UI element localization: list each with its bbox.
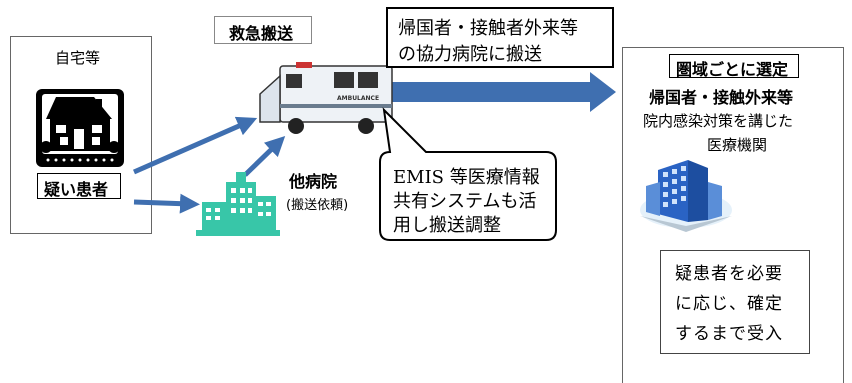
emis-line1: EMIS 等医療情報 <box>393 167 540 188</box>
home-panel: 自宅等 <box>10 36 152 234</box>
cooperation-note: 帰国者・接触者外来等 の協力病院に搬送 <box>386 7 614 68</box>
transport-label: 救急搬送 <box>214 16 312 44</box>
emis-callout-shape <box>379 107 557 241</box>
ambulance-icon <box>256 60 396 136</box>
ambulance-text: AMBULANCE <box>337 95 380 102</box>
home-title: 自宅等 <box>55 49 101 67</box>
medical-building-icon <box>636 148 734 232</box>
other-hospital-icon <box>196 168 280 240</box>
destination-desc-line2: 医療機関 <box>707 136 768 154</box>
other-hospital-label: 他病院 <box>289 172 338 191</box>
emis-line2: 共有システムも活 <box>393 191 537 212</box>
arrow-ambulance-to-destination <box>392 72 616 112</box>
destination-desc-line1: 院内感染対策を講じた <box>643 112 794 130</box>
arrow-hospital-to-ambulance <box>243 136 286 177</box>
arrow-patient-to-ambulance <box>132 116 258 175</box>
destination-title: 帰国者・接触外来等 <box>649 88 794 107</box>
patient-label: 疑い患者 <box>37 173 121 199</box>
other-hospital-sublabel: (搬送依頼) <box>286 198 349 213</box>
emis-line3: 用し搬送調整 <box>393 215 501 236</box>
house-icon <box>36 89 124 167</box>
acceptance-box: 疑患者を必要 に応じ、確定 するまで受入 <box>660 250 810 354</box>
destination-header: 圏域ごとに選定 <box>669 54 799 79</box>
arrow-patient-to-hospital <box>133 193 200 214</box>
